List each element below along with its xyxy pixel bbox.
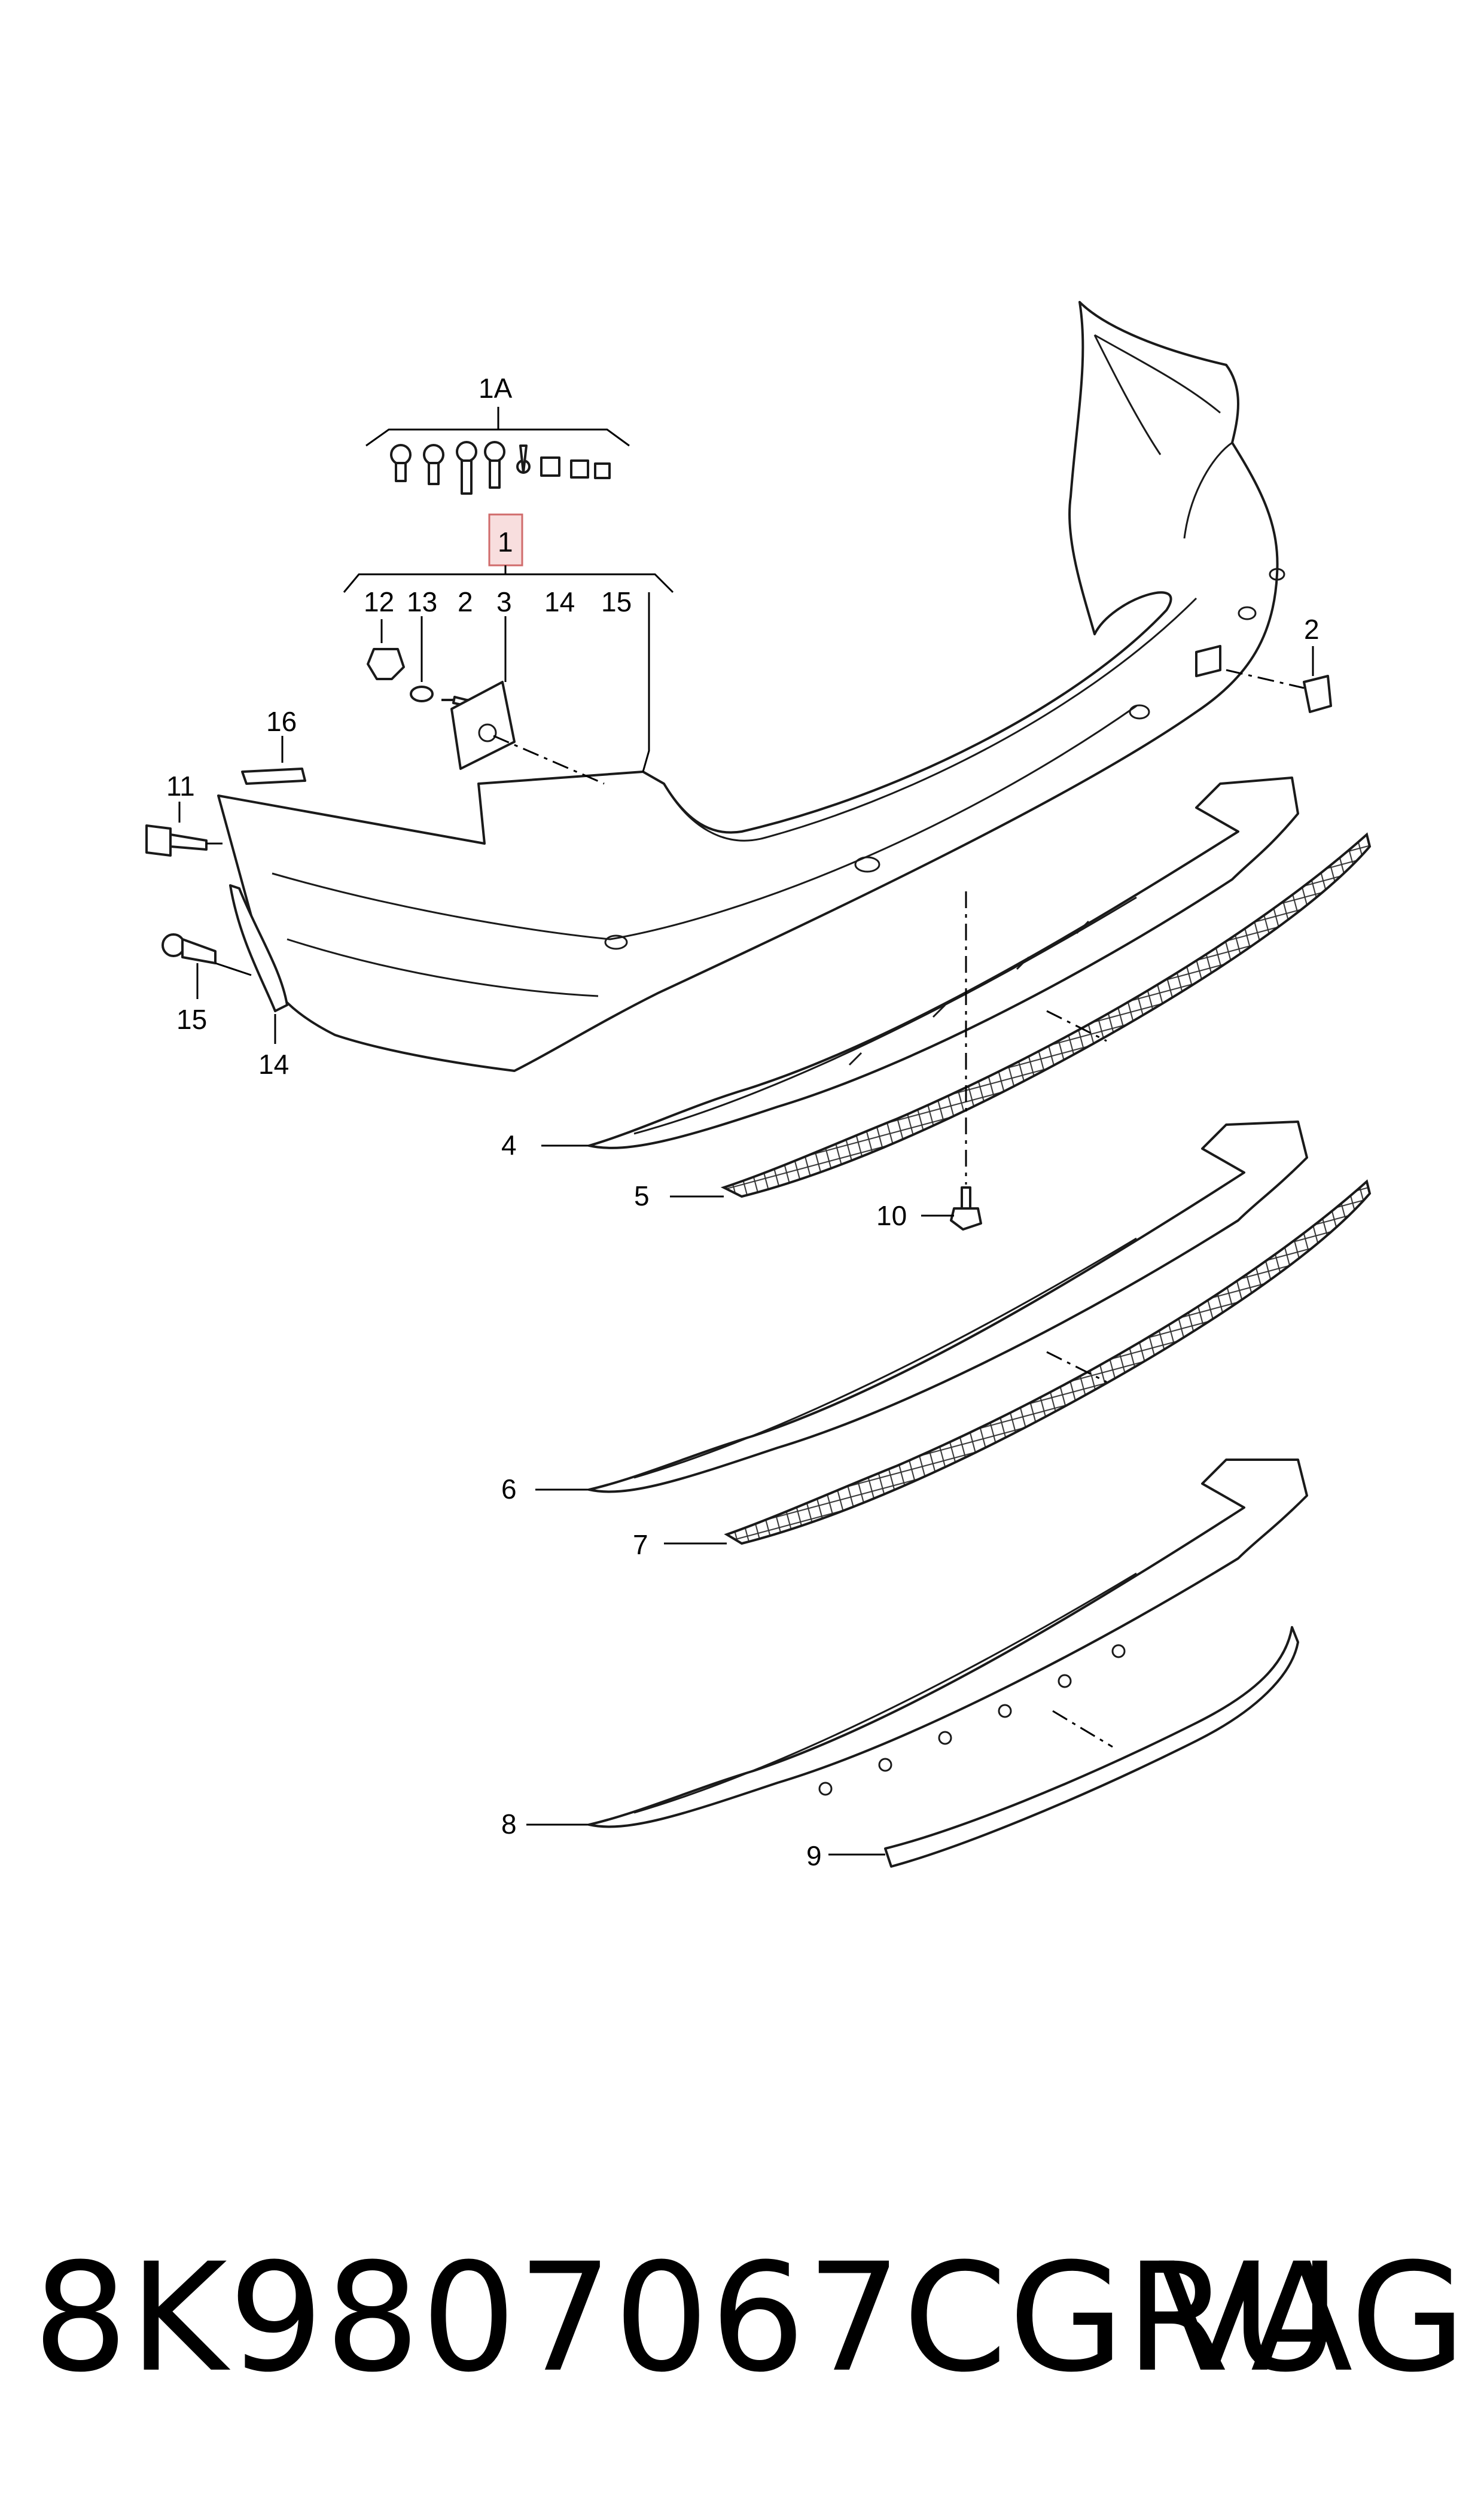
cap-2 <box>1226 646 1332 713</box>
callout-3: 3 <box>496 586 512 617</box>
callout-14-top: 14 <box>544 586 575 617</box>
callout-7: 7 <box>633 1529 648 1560</box>
callout-14-left: 14 <box>258 1049 289 1080</box>
callout-12: 12 <box>364 586 394 617</box>
callout-2-right: 2 <box>1304 614 1320 645</box>
callout-11: 11 <box>166 771 195 802</box>
sticker-16 <box>241 736 306 785</box>
bumper-cover <box>217 301 1285 1072</box>
screw-10 <box>950 1186 982 1231</box>
callout-9: 9 <box>806 1840 822 1871</box>
diffuser-8 <box>588 1459 1308 1828</box>
callout-6: 6 <box>501 1473 517 1505</box>
brand: VAG <box>1157 2231 1466 2405</box>
callout-1: 1 <box>498 526 513 558</box>
callout-15-left: 15 <box>176 1004 207 1035</box>
callout-5: 5 <box>634 1180 650 1211</box>
callout-4: 4 <box>501 1129 517 1161</box>
fastener-kit-1a <box>365 407 630 495</box>
footer: 8K9807067CGRU VAG <box>0 2225 1484 2477</box>
diffuser-4 <box>588 777 1299 1149</box>
clip-15-and-bracket-14 <box>161 884 288 1044</box>
screw-11 <box>145 802 223 857</box>
callout-16: 16 <box>266 706 297 737</box>
callout-10: 10 <box>876 1200 907 1231</box>
part-number: 8K9807067CGRU <box>33 2231 1342 2405</box>
hardware-12-13-3 <box>367 616 605 785</box>
trim-strip-9 <box>884 1626 1299 1868</box>
diffuser-6 <box>588 1121 1308 1493</box>
grille-7 <box>724 1179 1372 1545</box>
grille-5 <box>720 832 1372 1198</box>
callout-15-top: 15 <box>601 586 632 617</box>
callout-13: 13 <box>407 586 437 617</box>
callout-1a: 1A <box>479 373 513 404</box>
callout-2-top: 2 <box>458 586 473 617</box>
callout-8: 8 <box>501 1808 517 1840</box>
assembly-bracket-1 <box>343 513 674 593</box>
